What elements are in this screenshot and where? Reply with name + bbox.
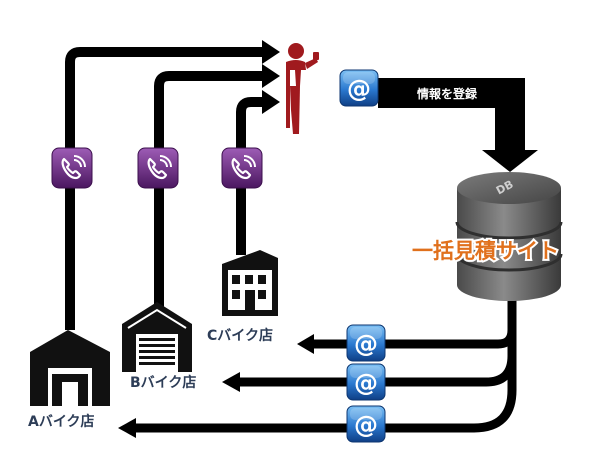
register-arrow: 情報を登録 [378,78,538,172]
svg-text:@: @ [354,411,378,439]
warehouse-icon-a [30,330,110,406]
site-label: 一括見積サイト [412,239,559,263]
email-icon-register: @ [339,69,379,107]
call-arrow-b-head [262,64,280,88]
warehouse-icon [122,302,192,372]
call-arrow-a-head [262,40,280,64]
email-icon-a: @ [346,405,386,443]
call-arrow-b [154,71,262,310]
svg-text:@: @ [354,369,378,397]
email-icon-b: @ [346,363,386,401]
shop-b-label: Bバイク店 [130,374,196,391]
call-arrow-a [65,47,262,330]
call-arrows [65,40,280,330]
register-label: 情報を登録 [417,86,478,101]
email-arrows [118,300,517,438]
phone-icon-b [136,146,180,190]
call-arrow-c [236,97,264,255]
phone-icon-a [50,146,94,190]
shop-a-label: Aバイク店 [28,413,95,430]
person-with-phone-icon [286,43,319,134]
database-cylinder-icon: DB [455,172,563,301]
shop-building-icon [222,250,278,316]
svg-text:@: @ [354,330,378,358]
phone-icon-c [220,146,264,190]
svg-text:@: @ [347,75,371,103]
email-arrow-a [134,300,517,433]
call-arrow-c-head [262,90,280,114]
email-icon-c: @ [346,324,386,362]
email-arrow-c [312,300,517,349]
email-arrow-c-head [297,334,314,354]
email-arrow-a-head [118,418,136,438]
shop-c-label: Cバイク店 [207,327,273,344]
email-arrow-b-head [222,372,240,392]
